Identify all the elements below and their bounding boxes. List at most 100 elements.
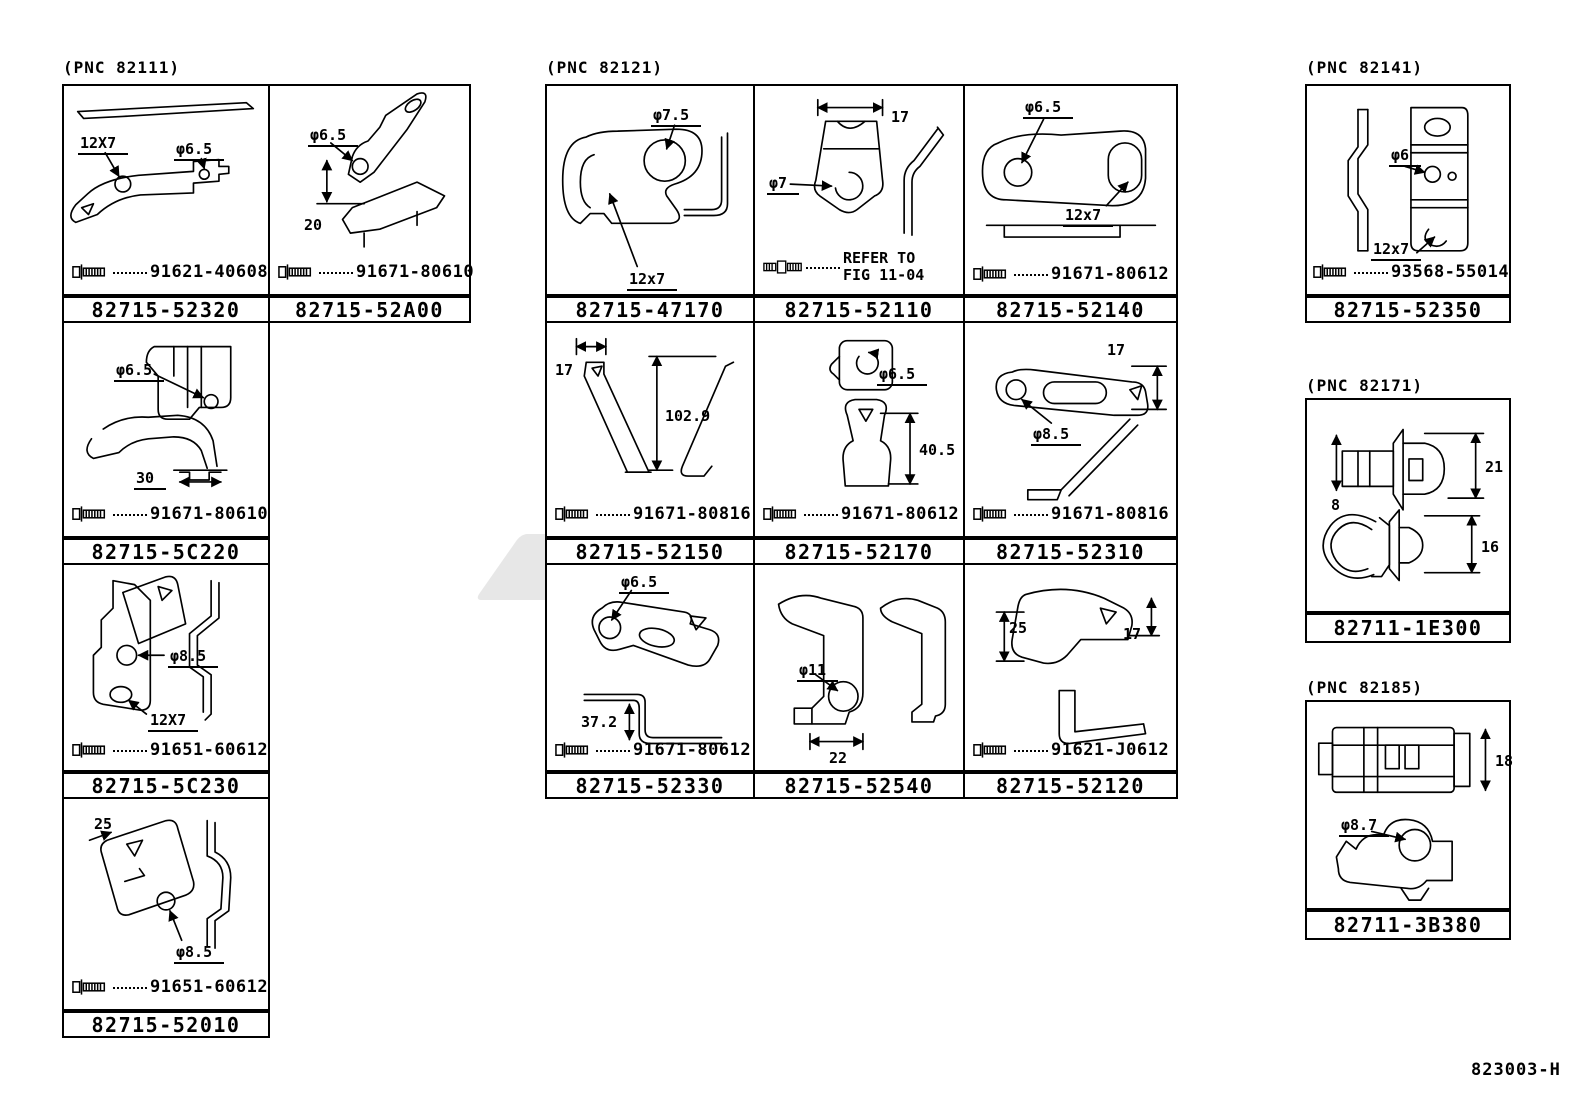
bolt-icon [555, 504, 593, 524]
part-number: 82715-5C220 [91, 539, 241, 564]
part-cell: φ8.5 12X7 91651-60612 [62, 563, 270, 772]
refer-note-line1: REFER TO [843, 248, 916, 267]
part-number: 82715-52320 [91, 297, 241, 322]
part-number-strip: 82715-52540 [753, 772, 965, 799]
dim-label: φ8.5 [168, 649, 219, 668]
part-cell: 25 17 91621-J0612 [963, 563, 1178, 772]
dim-label: φ8.7 [1339, 818, 1390, 837]
pnc-label: (PNC 82141) [1306, 58, 1423, 77]
part-number-strip: 82715-52A00 [268, 296, 471, 323]
part-number: 82715-52120 [996, 773, 1145, 798]
leader-line [806, 265, 840, 269]
leader-line [804, 512, 838, 516]
figure-code: 823003-H [1471, 1060, 1561, 1080]
dim-label: 21 [1485, 458, 1504, 476]
bracket-sketch [561, 124, 729, 268]
part-number: 82715-52540 [784, 773, 934, 798]
dim-label: 25 [1009, 619, 1028, 637]
stud-icon [763, 259, 803, 275]
dim-label: φ7 [767, 176, 800, 195]
part-number: 82715-52350 [1333, 297, 1483, 322]
bracket-sketch [777, 594, 947, 751]
pnc-label: (PNC 82111) [63, 58, 180, 77]
fastener-number: 91671-80612 [1051, 264, 1170, 284]
dim-label: 37.2 [581, 713, 618, 731]
dim-label: 17 [1123, 625, 1142, 643]
part-number-strip: 82711-1E300 [1305, 613, 1511, 643]
bolt-icon [973, 264, 1011, 284]
part-number: 82715-5C230 [91, 773, 241, 798]
fastener-number: 91671-80816 [633, 504, 752, 524]
dim-label: 12X7 [148, 713, 199, 732]
refer-note: REFER TO FIG 11-04 [843, 248, 925, 285]
bracket-sketch [829, 339, 919, 487]
pnc-label: (PNC 82171) [1306, 376, 1423, 395]
fastener-row: 91671-80612 [555, 740, 751, 760]
fastener-row: 91651-60612 [72, 740, 268, 760]
bracket-sketch [316, 92, 446, 248]
dim-label: 18 [1495, 752, 1514, 770]
fastener-number: 91671-80612 [841, 504, 960, 524]
dim-label: 16 [1481, 538, 1500, 556]
dim-label: 12x7 [627, 272, 678, 291]
fastener-number: 91651-60612 [150, 740, 269, 760]
part-cell: 8 21 16 [1305, 398, 1511, 613]
fastener-number: 93568-55014 [1391, 262, 1510, 282]
bolt-icon [72, 977, 110, 997]
fastener-row: 91621-40608 [72, 262, 268, 282]
bracket-sketch [789, 98, 945, 236]
bolt-icon [278, 262, 316, 282]
leader-line [1354, 270, 1388, 274]
part-number-strip: 82715-47170 [545, 296, 755, 323]
dim-label: φ8.5 [1031, 427, 1082, 446]
bolt-icon [555, 740, 593, 760]
part-cell: 17 102.9 91671-80816 [545, 321, 755, 538]
fastener-number: 91671-80816 [1051, 504, 1170, 524]
leader-line [1014, 512, 1048, 516]
pnc-label: (PNC 82185) [1306, 678, 1423, 697]
part-number-strip: 82715-52140 [963, 296, 1178, 323]
part-number: 82715-52310 [996, 539, 1145, 564]
leader-line [596, 512, 630, 516]
leader-line [596, 748, 630, 752]
bracket-sketch [583, 589, 723, 745]
refer-note-line2: FIG 11-04 [843, 265, 925, 284]
bracket-sketch [86, 345, 232, 488]
part-number: 82711-1E300 [1333, 616, 1483, 640]
dim-label: 40.5 [919, 441, 956, 459]
fastener-row: 91671-80610 [72, 504, 268, 524]
dim-label: 12x7 [1063, 208, 1114, 227]
leader-line [113, 985, 147, 989]
fastener-row: 91671-80610 [278, 262, 474, 282]
fastener-row: 91671-80612 [973, 264, 1169, 284]
fastener-row: REFER TO FIG 11-04 [763, 248, 925, 285]
bracket-sketch [88, 819, 232, 949]
fastener-number: 91671-80610 [356, 262, 475, 282]
dim-label: 102.9 [665, 407, 711, 425]
bolt-icon [72, 262, 110, 282]
clamp-sketch [1317, 726, 1491, 901]
leader-line [113, 512, 147, 516]
part-number: 82715-47170 [575, 297, 725, 322]
part-number-strip: 82715-52310 [963, 538, 1178, 565]
part-number-strip: 82711-3B380 [1305, 910, 1511, 940]
part-cell: 25 φ8.5 91651-60612 [62, 797, 270, 1011]
bolt-icon [72, 504, 110, 524]
dim-label: φ6.5 [308, 128, 359, 147]
dim-label: φ11 [797, 663, 839, 682]
dim-label: φ6.5 [877, 367, 928, 386]
leader-line [1014, 272, 1048, 276]
dim-label: φ8.5 [174, 945, 225, 964]
dim-label: 8 [1331, 496, 1341, 514]
part-number-strip: 82715-5C230 [62, 772, 270, 799]
part-number-strip: 82715-52330 [545, 772, 755, 799]
fastener-number: 91671-80610 [150, 504, 269, 524]
part-number: 82715-52010 [91, 1012, 241, 1037]
part-cell: φ7.5 12x7 [545, 84, 755, 296]
fastener-row: 91671-80816 [555, 504, 751, 524]
fastener-number: 91621-40608 [150, 262, 269, 282]
part-cell: φ6.5 40.5 91671-80612 [753, 321, 965, 538]
dim-label: φ6.5 [114, 363, 165, 382]
part-number-strip: 82715-52110 [753, 296, 965, 323]
